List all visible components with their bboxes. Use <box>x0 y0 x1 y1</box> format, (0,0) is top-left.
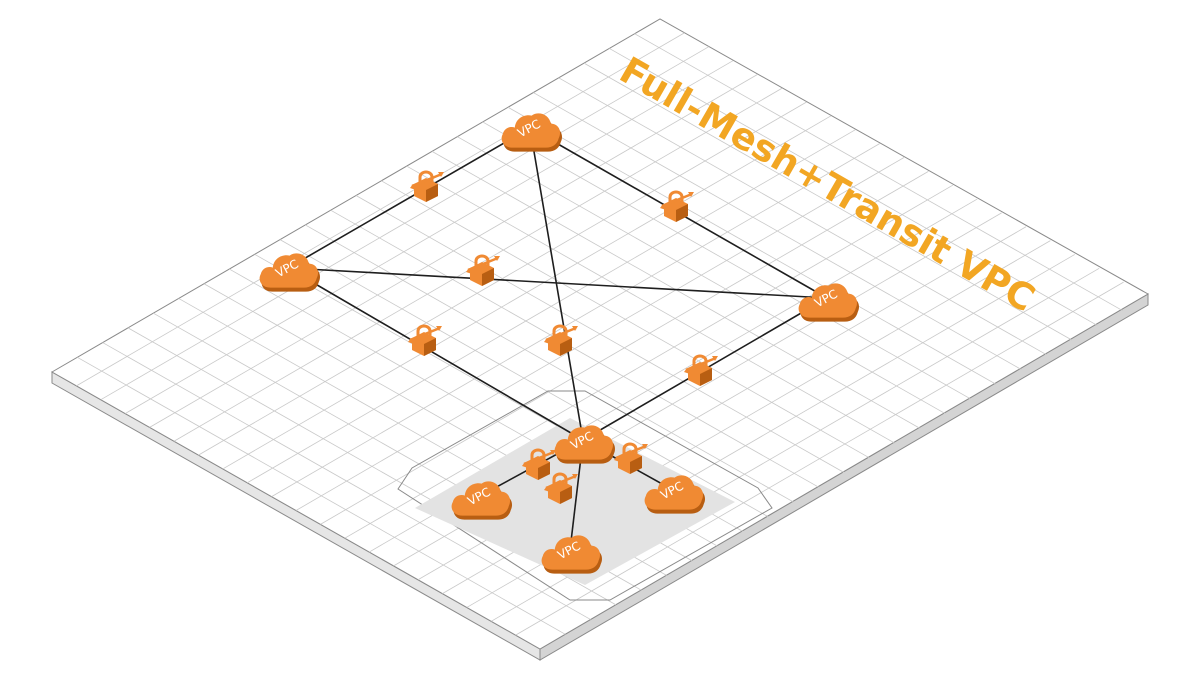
vpc-link <box>287 267 584 441</box>
grid-line <box>76 32 685 387</box>
vpc-transit-bottom: VPC <box>541 535 603 574</box>
vpn-gateway-icon <box>410 170 444 202</box>
grid-line <box>515 281 1124 636</box>
transit-zone-outline <box>397 390 773 601</box>
vpc-link <box>287 127 531 269</box>
grid-line <box>246 129 856 484</box>
grid-line <box>320 171 929 525</box>
vpc-nodes: VPC VPC VPC VPC VPC VPC VPC <box>259 113 860 574</box>
grid-line <box>295 157 905 511</box>
vpc-link <box>287 267 828 299</box>
vpc-transit-hub: VPC <box>554 425 616 464</box>
grid-line <box>124 60 734 414</box>
vpn-gateway-icon <box>544 472 578 504</box>
vpn-gateway-icon <box>614 442 648 474</box>
grid-line <box>149 74 758 428</box>
vpn-gateway-icon <box>408 324 442 356</box>
grid-line <box>344 184 954 539</box>
vpc-transit-right: VPC <box>644 475 706 514</box>
grid-line <box>100 46 710 401</box>
vpn-gateway-icon <box>660 190 694 222</box>
vpn-gateway-icon <box>544 324 578 356</box>
gateways <box>408 170 718 504</box>
grid-line <box>222 115 832 470</box>
vpc-top: VPC <box>501 113 563 152</box>
vpn-gateway-icon <box>522 448 556 480</box>
vpc-left: VPC <box>259 253 321 292</box>
vpn-gateway-icon <box>684 354 718 386</box>
vpc-link <box>529 127 584 441</box>
vpn-gateway-icon <box>466 254 500 286</box>
vpc-right: VPC <box>798 283 860 322</box>
grid-line <box>198 101 807 456</box>
vpc-transit-left: VPC <box>451 481 513 520</box>
grid-line <box>271 143 880 497</box>
